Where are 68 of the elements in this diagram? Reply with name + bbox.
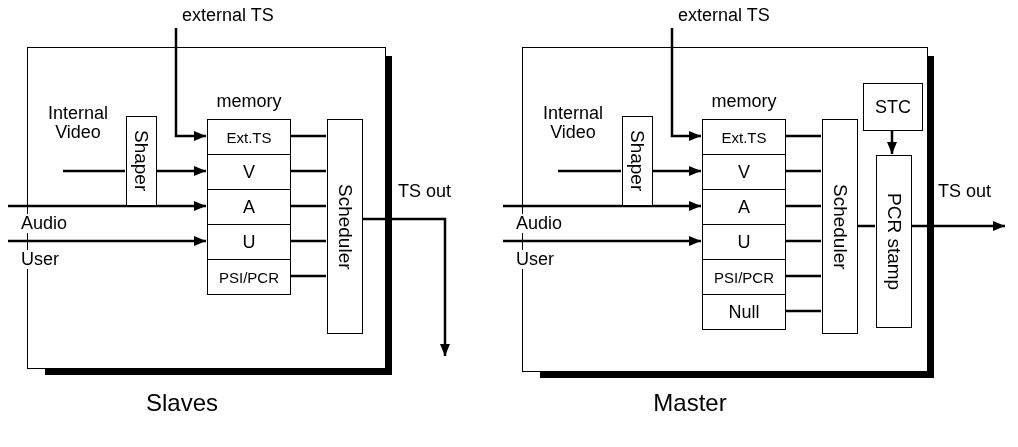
buffer-cell	[702, 119, 786, 155]
connector-line	[785, 134, 821, 138]
connector-line	[785, 204, 821, 208]
box-label: PSI/PCR	[219, 269, 279, 285]
buffer-cell	[207, 259, 291, 295]
process-box	[863, 83, 923, 131]
arrow	[887, 130, 897, 154]
arrow	[911, 221, 1005, 231]
edge-label: Internal Video	[46, 104, 109, 142]
arrow	[8, 236, 206, 246]
box-label: V	[243, 163, 255, 181]
box-label: STC	[875, 98, 911, 116]
process-box	[126, 116, 157, 206]
process-box	[876, 155, 912, 328]
arrow	[503, 201, 701, 211]
box-label: Null	[728, 303, 760, 321]
connector-line	[558, 169, 621, 173]
arrow	[670, 28, 701, 141]
connector-line	[785, 309, 821, 313]
box-label: Shaper	[132, 130, 151, 192]
panel-label: Master	[652, 388, 728, 418]
buffer-cell	[702, 224, 786, 260]
process-box	[822, 119, 858, 334]
buffer-cell	[702, 154, 786, 190]
buffer-cell	[702, 259, 786, 295]
buffer-cell	[207, 189, 291, 225]
edge-label: Audio	[514, 214, 565, 233]
box-label: Shaper	[628, 130, 647, 192]
box-label: PSI/PCR	[714, 269, 774, 285]
arrow	[8, 201, 206, 211]
edge-label: User	[19, 250, 61, 269]
connector-line	[785, 239, 821, 243]
heading: memory	[710, 90, 778, 113]
edge-label: User	[514, 250, 556, 269]
box-label: Ext.TS	[226, 129, 272, 145]
arrow	[503, 236, 701, 246]
buffer-cell	[207, 119, 291, 155]
buffer-cell	[207, 154, 291, 190]
process-box	[622, 116, 653, 206]
arrow	[174, 28, 206, 141]
connector-line	[290, 134, 326, 138]
buffer-cell	[702, 189, 786, 225]
connector-line	[63, 169, 125, 173]
box-label: Scheduler	[335, 183, 355, 270]
box-label: PCR stamp	[884, 192, 904, 291]
connector-line	[785, 274, 821, 278]
connector-line	[290, 169, 326, 173]
edge-label: Audio	[19, 214, 70, 233]
box-label: Scheduler	[830, 183, 850, 270]
connector-line	[290, 204, 326, 208]
buffer-cell	[702, 294, 786, 330]
connector-line	[290, 239, 326, 243]
arrow	[652, 166, 701, 176]
box-label: V	[738, 163, 750, 181]
box-label: A	[243, 198, 255, 216]
connector-line	[290, 274, 326, 278]
connector-line	[785, 169, 821, 173]
box-label: U	[242, 233, 256, 251]
arrow	[362, 217, 450, 356]
process-box	[327, 119, 363, 334]
arrow	[156, 166, 206, 176]
heading: memory	[215, 90, 283, 113]
buffer-cell	[207, 224, 291, 260]
box-label: U	[737, 233, 751, 251]
box-label: A	[738, 198, 750, 216]
edge-label: Internal Video	[541, 104, 604, 142]
box-label: Ext.TS	[721, 129, 767, 145]
panel-label: Slaves	[144, 388, 219, 418]
